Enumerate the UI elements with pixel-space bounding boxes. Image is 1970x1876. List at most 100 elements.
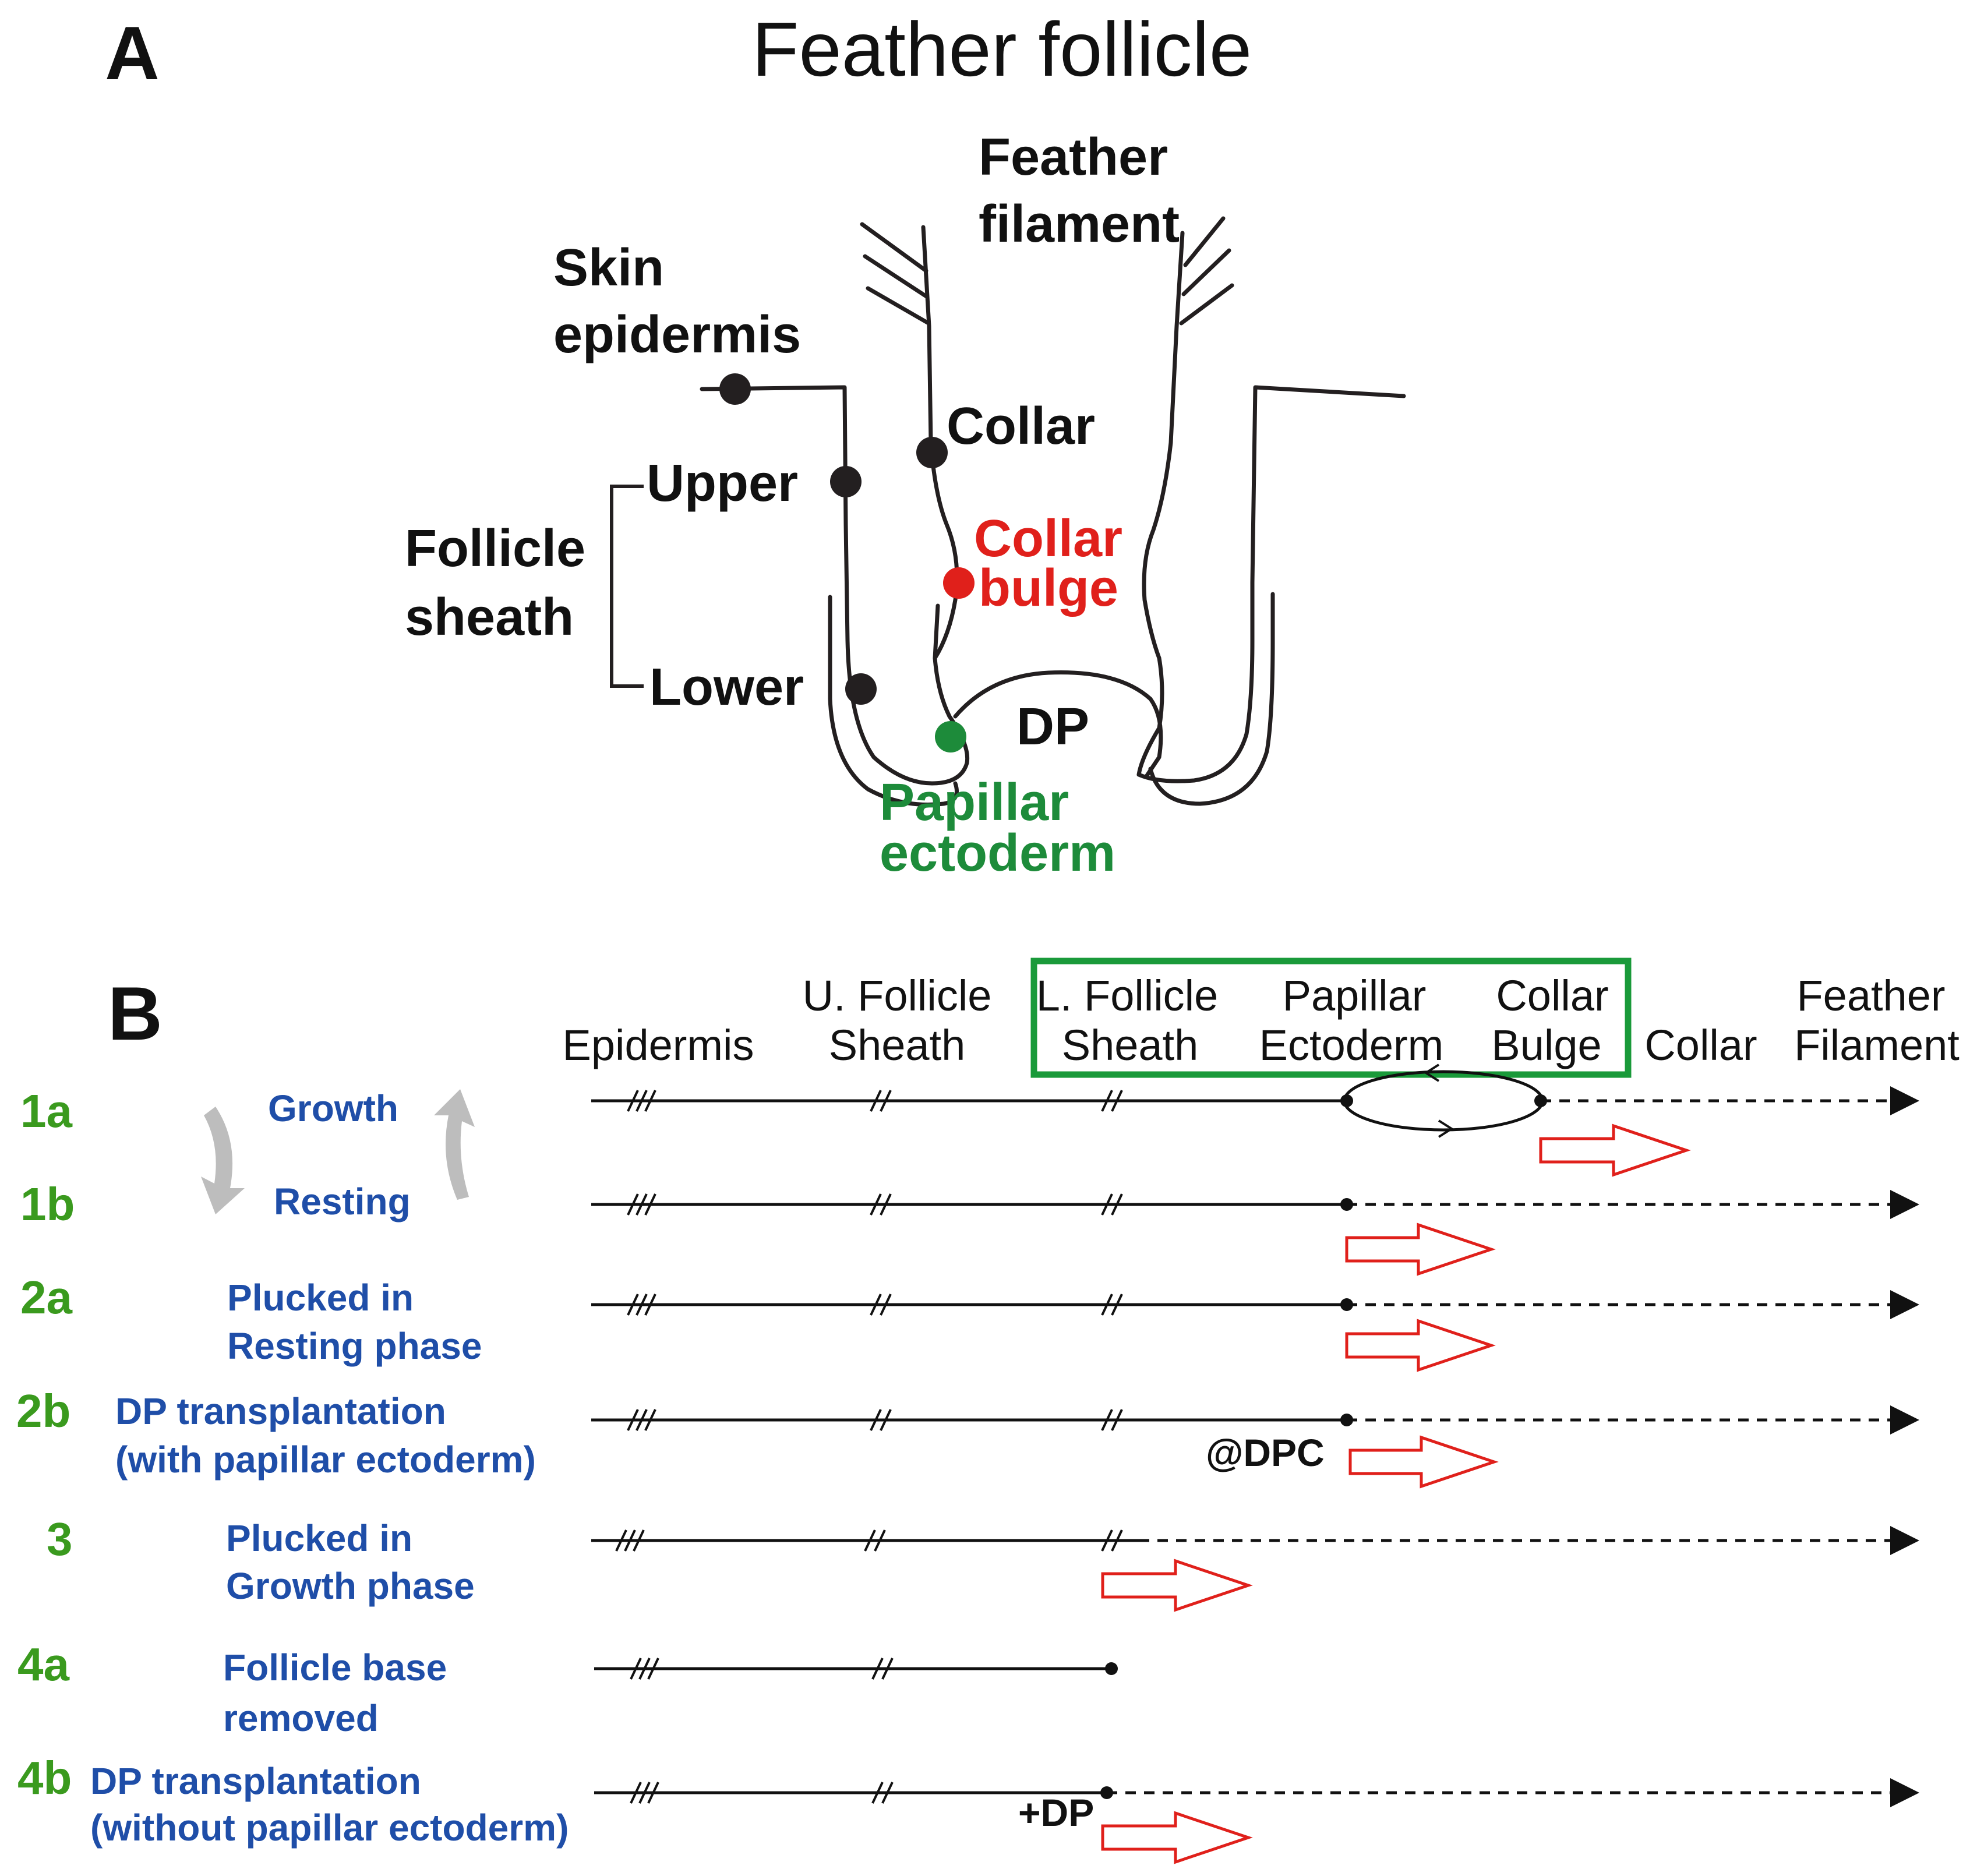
- row-desc-3-1: Plucked in: [226, 1517, 412, 1559]
- loop-arrowheads: [1424, 1064, 1454, 1138]
- papillar-ectoderm-label-2: ectoderm: [880, 824, 1115, 882]
- row-desc-4b-2: (without papillar ectoderm): [90, 1807, 569, 1849]
- papillar-ectoderm-dot: [935, 721, 966, 752]
- skin-epidermis-dot: [719, 373, 751, 405]
- dp-dome: [953, 670, 1163, 779]
- red-arrows: [1101, 1124, 1691, 1864]
- row-4a-dot: [1105, 1662, 1118, 1675]
- row-desc-4b-1: DP transplantation: [90, 1760, 421, 1802]
- collar-bulge-label-1: Collar: [974, 510, 1122, 568]
- outer-sheath-left: [700, 385, 970, 786]
- row-id-3: 3: [47, 1513, 73, 1565]
- barb-left-3: [866, 286, 931, 326]
- papillar-ectoderm-label-1: Papillar: [880, 773, 1069, 832]
- panel-a: A Feather follicle: [105, 6, 1406, 882]
- break-marks-2b: [627, 1409, 1123, 1431]
- row-id-4b: 4b: [17, 1752, 72, 1804]
- follicle-sheath-label-1: Follicle: [405, 520, 585, 578]
- col-feather-1: Feather: [1796, 971, 1945, 1020]
- row-1a-loop: [1343, 1070, 1544, 1132]
- follicle-sheath-bracket: [610, 485, 644, 688]
- filament-right: [1142, 231, 1185, 660]
- barb-left-2: [863, 254, 930, 299]
- skin-epidermis-label-1: Skin: [553, 239, 664, 297]
- highlight-box: [1030, 958, 1632, 1078]
- dp-label: DP: [1016, 698, 1089, 756]
- cycle-arrow-up: [434, 1089, 475, 1200]
- col-l-follicle-2: Sheath: [1062, 1021, 1199, 1069]
- col-papillar-2: Ectoderm: [1259, 1021, 1444, 1069]
- follicle-drawing: [700, 216, 1406, 807]
- collar-bulge-dot: [943, 567, 975, 599]
- break-marks-1b: [627, 1193, 1123, 1216]
- follicle-sheath-label-2: sheath: [405, 588, 574, 646]
- timeline-dots: [1100, 1094, 1547, 1799]
- column-headers: Epidermis U. Follicle Sheath L. Follicle…: [563, 971, 1960, 1069]
- barb-right-3: [1179, 283, 1234, 326]
- col-collar-bulge-1: Collar: [1496, 971, 1608, 1020]
- skin-epidermis-label-2: epidermis: [553, 306, 801, 364]
- row-id-1a: 1a: [20, 1085, 72, 1137]
- row-4b-red-arrow: [1101, 1811, 1253, 1864]
- row-ids: 1a 1b 2a 2b 3 4a 4b: [16, 1085, 75, 1804]
- cycle-arrow-down: [201, 1107, 245, 1214]
- break-marks-4b: [630, 1782, 894, 1804]
- filament-left: [921, 225, 959, 660]
- row-id-1b: 1b: [20, 1178, 75, 1230]
- inner-sheath-right: [1148, 592, 1275, 806]
- upper-sheath-dot: [830, 466, 862, 497]
- row-desc-4a-2: removed: [223, 1697, 379, 1739]
- break-marks-2a: [627, 1294, 1123, 1316]
- barb-right-1: [1183, 216, 1226, 267]
- barb-left-1: [860, 222, 928, 273]
- barb-right-2: [1181, 248, 1231, 296]
- row-desc-1a: Growth: [268, 1087, 398, 1129]
- annotation-dpc: @DPC: [1206, 1431, 1325, 1474]
- row-1a-red-arrow: [1539, 1124, 1691, 1177]
- break-marks-1a: [627, 1090, 1123, 1112]
- row-1b-dot: [1340, 1198, 1353, 1211]
- row-1a-dot-left: [1340, 1094, 1353, 1107]
- cycle-arrows: [201, 1089, 475, 1214]
- col-collar-bulge-2: Bulge: [1491, 1021, 1601, 1069]
- timelines: [591, 1070, 1919, 1807]
- loop-arrow-bottom: [1438, 1119, 1454, 1138]
- collar-bulge-label-2: bulge: [979, 559, 1118, 617]
- panel-a-title: Feather follicle: [752, 6, 1252, 92]
- outer-sheath-right: [1136, 385, 1406, 783]
- collar-dot: [916, 437, 948, 468]
- lower-label: Lower: [649, 658, 804, 716]
- row-desc-2b-1: DP transplantation: [115, 1390, 446, 1432]
- collar-label: Collar: [947, 397, 1095, 455]
- feather-filament-label-2: filament: [979, 195, 1180, 253]
- row-id-2b: 2b: [16, 1385, 70, 1437]
- row-desc-2a-2: Resting phase: [227, 1325, 482, 1367]
- row-2b-dot: [1340, 1414, 1353, 1426]
- row-2a-dot: [1340, 1298, 1353, 1311]
- feather-filament-label-1: Feather: [979, 128, 1168, 186]
- row-desc-3-2: Growth phase: [226, 1565, 475, 1607]
- col-l-follicle-1: L. Follicle: [1036, 971, 1219, 1020]
- panel-a-letter: A: [105, 10, 160, 96]
- panel-b-letter: B: [108, 971, 163, 1056]
- row-1a-dot-right: [1534, 1094, 1547, 1107]
- row-2a-red-arrow: [1345, 1319, 1496, 1372]
- row-4b-dot: [1100, 1786, 1113, 1799]
- col-papillar-1: Papillar: [1283, 971, 1427, 1020]
- row-3-red-arrow: [1101, 1559, 1253, 1612]
- row-desc-2b-2: (with papillar ectoderm): [115, 1439, 536, 1481]
- upper-label: Upper: [647, 454, 798, 513]
- break-marks-3: [615, 1529, 1123, 1552]
- row-id-4a: 4a: [17, 1638, 69, 1690]
- break-marks-4a: [630, 1658, 894, 1680]
- loop-arrow-top: [1424, 1064, 1440, 1082]
- row-1b-red-arrow: [1345, 1223, 1496, 1276]
- row-desc-1b: Resting: [274, 1181, 411, 1223]
- row-descriptions: Growth Resting Plucked in Resting phase …: [90, 1087, 569, 1849]
- col-u-follicle-2: Sheath: [829, 1021, 966, 1069]
- row-desc-2a-1: Plucked in: [227, 1277, 414, 1319]
- col-feather-2: Filament: [1794, 1021, 1960, 1069]
- lower-sheath-dot: [845, 673, 877, 705]
